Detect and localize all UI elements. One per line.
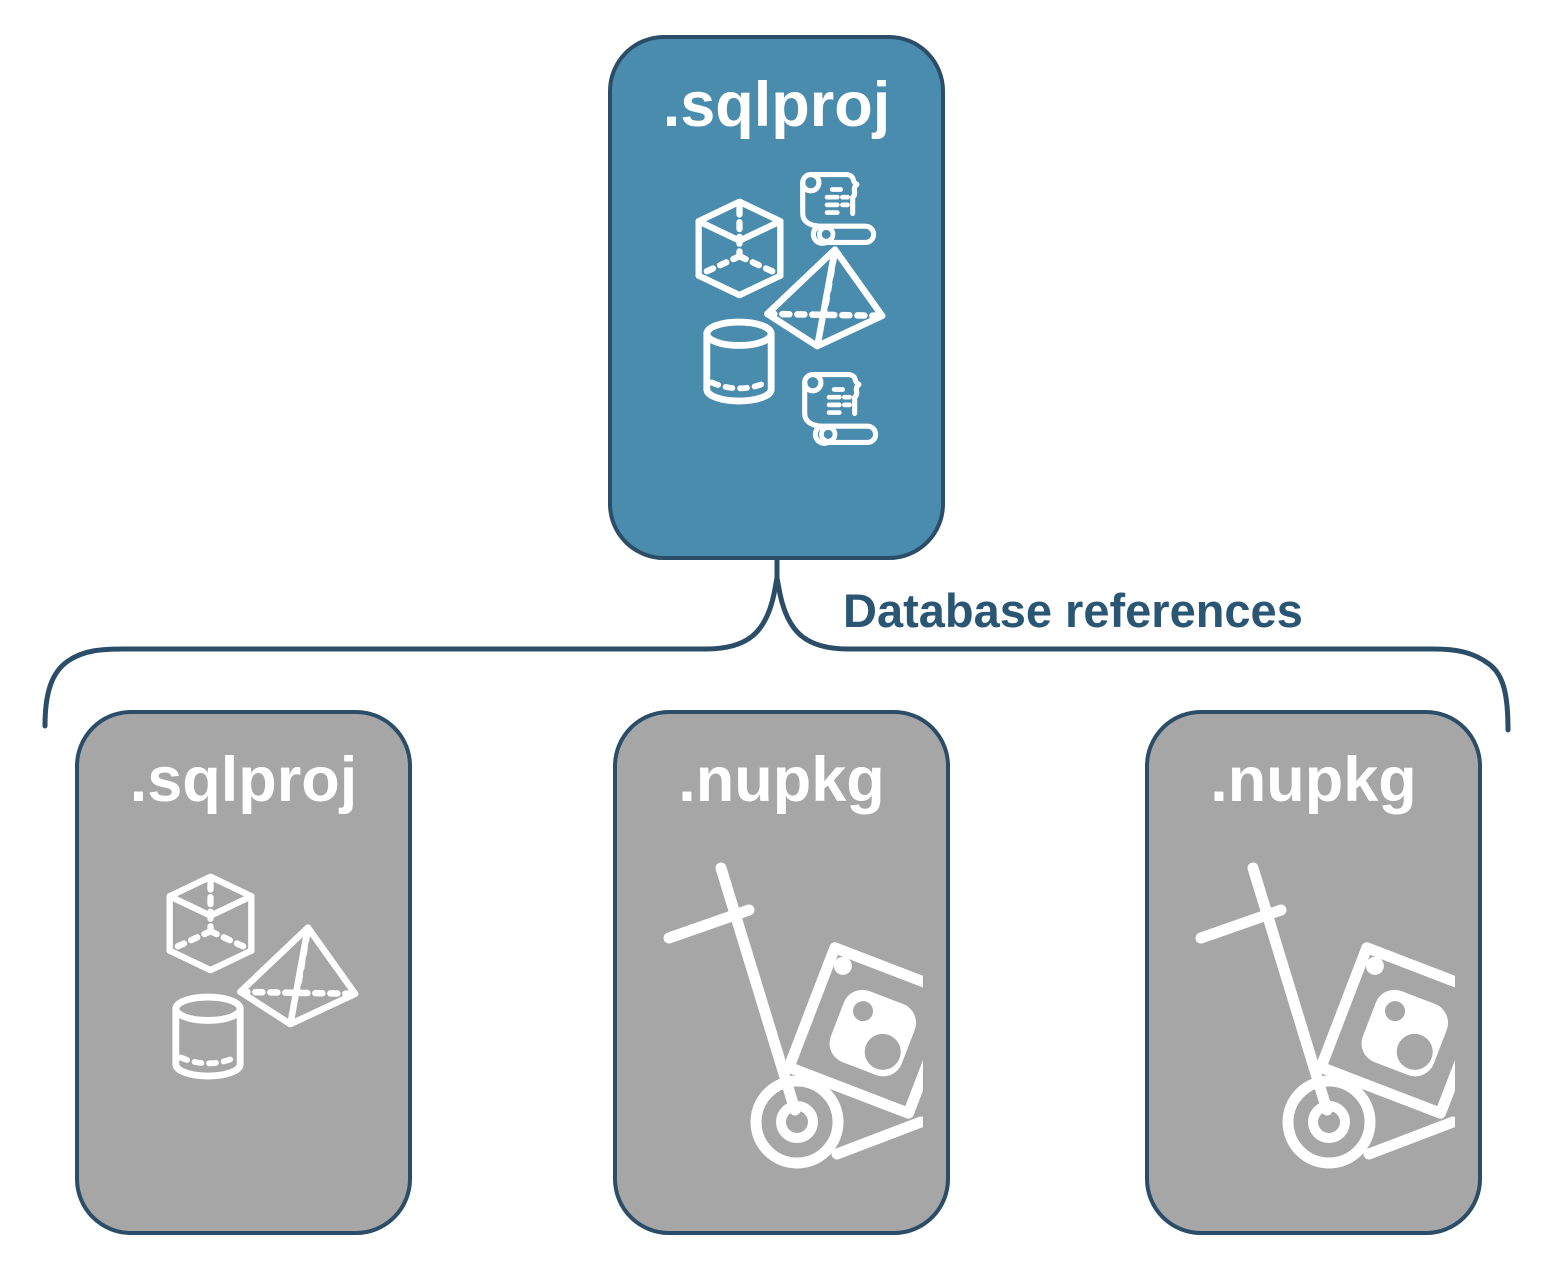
node-label: .nupkg: [678, 745, 885, 815]
node-label: .sqlproj: [662, 70, 891, 140]
node-nupkg-child-1: .nupkg: [613, 710, 950, 1235]
cylinder-icon: [169, 992, 247, 1084]
connector-label: Database references: [843, 584, 1303, 637]
node-label: .nupkg: [1210, 745, 1417, 815]
node-sqlproj-parent: .sqlproj: [608, 35, 945, 560]
node-label: .sqlproj: [129, 745, 358, 815]
scroll-icon: [798, 167, 880, 253]
scroll-icon: [800, 367, 882, 453]
cylinder-icon: [700, 317, 778, 409]
pyramid-icon: [230, 914, 370, 1040]
handtruck-icon: [1187, 854, 1455, 1176]
node-nupkg-child-2: .nupkg: [1145, 710, 1482, 1235]
node-sqlproj-child: .sqlproj: [75, 710, 412, 1235]
handtruck-icon: [655, 854, 923, 1176]
